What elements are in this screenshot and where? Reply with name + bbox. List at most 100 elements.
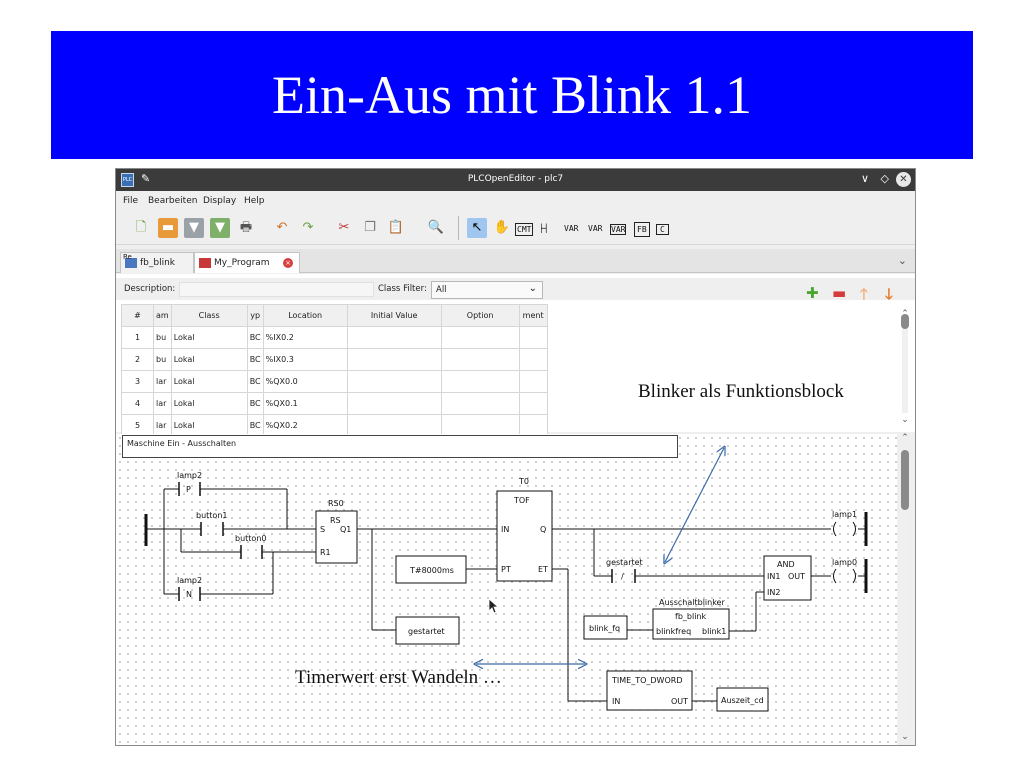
scroll-down-icon[interactable]: ⌄ bbox=[901, 415, 909, 425]
coil-var-tool-icon[interactable]: VAR bbox=[564, 224, 579, 233]
tab-my-program[interactable]: My_Program × bbox=[194, 252, 300, 273]
function-block-tool-icon[interactable]: FB bbox=[634, 222, 650, 237]
coil-lamp0-right[interactable] bbox=[852, 568, 856, 584]
rs-input-r1: R1 bbox=[320, 548, 331, 557]
fb-blink-block[interactable] bbox=[652, 608, 730, 640]
comment-tool-icon[interactable]: CMT bbox=[515, 223, 534, 236]
description-input[interactable] bbox=[179, 282, 374, 297]
open-folder-icon[interactable]: ▬ bbox=[158, 218, 178, 238]
label-button0: button0 bbox=[235, 534, 266, 543]
copy-icon[interactable]: ❐ bbox=[364, 220, 376, 235]
time-to-dword-type-label: TIME_TO_DWORD bbox=[611, 676, 682, 685]
class-filter-label: Class Filter: bbox=[378, 284, 427, 294]
close-tab-icon[interactable]: × bbox=[283, 258, 293, 268]
plcopeneditor-window: PLC ✎ PLCOpenEditor - plc7 ∨ ◇ ✕ File Be… bbox=[115, 168, 916, 746]
rung-comment[interactable]: Maschine Ein - Ausschalten bbox=[122, 435, 678, 458]
and-block[interactable] bbox=[763, 555, 812, 601]
menubar: File Bearbeiten Display Help bbox=[116, 191, 915, 209]
rs-output-q1: Q1 bbox=[340, 525, 351, 534]
paste-icon[interactable]: 📋 bbox=[387, 220, 405, 235]
and-output-out: OUT bbox=[788, 572, 805, 581]
new-file-icon[interactable]: 🗋 bbox=[135, 220, 147, 235]
variables-scrollbar[interactable]: ⌃ ⌄ bbox=[899, 309, 911, 425]
time-to-dword-block[interactable] bbox=[606, 670, 693, 711]
contact-var-tool-icon[interactable]: VAR bbox=[588, 224, 603, 233]
coil-lamp0-left[interactable] bbox=[833, 568, 837, 584]
remove-variable-icon[interactable]: ▬ bbox=[832, 284, 847, 302]
tab-fb-blink[interactable]: Re fb_blink bbox=[120, 252, 194, 273]
select-pointer-icon[interactable]: ↖ bbox=[467, 218, 487, 238]
scroll-track[interactable] bbox=[902, 448, 908, 730]
variables-toolbar: Description: Class Filter: All ⌄ ✚ ▬ 🡑 🡓 bbox=[116, 278, 915, 303]
chevron-down-icon: ⌄ bbox=[528, 283, 537, 294]
mouse-cursor-icon bbox=[488, 598, 500, 614]
ladder-diagram: lamp2 P button1 button0 lamp2 N gestarte… bbox=[144, 471, 868, 712]
scroll-down-icon[interactable]: ⌄ bbox=[901, 732, 909, 742]
window-title: PLCOpenEditor - plc7 bbox=[467, 174, 564, 184]
variables-table: # am Class yp Location Initial Value Opt… bbox=[121, 304, 548, 437]
and-input-in2: IN2 bbox=[767, 588, 780, 597]
coil-lamp1-left[interactable] bbox=[833, 521, 837, 537]
redo-icon[interactable]: ↷ bbox=[302, 220, 314, 235]
scroll-thumb[interactable] bbox=[901, 314, 909, 329]
scroll-up-icon[interactable]: ⌃ bbox=[901, 433, 909, 443]
menu-display[interactable]: Display bbox=[203, 196, 237, 206]
ladder-diagram-canvas[interactable]: Maschine Ein - Ausschalten bbox=[116, 434, 897, 745]
variable-auszeit[interactable] bbox=[716, 687, 769, 712]
and-input-in1: IN1 bbox=[767, 572, 780, 581]
label-lamp2-n: lamp2 bbox=[177, 576, 202, 585]
tof-output-et: ET bbox=[538, 565, 548, 574]
close-icon[interactable]: ✕ bbox=[896, 172, 911, 187]
table-cell[interactable]: 2 bbox=[121, 348, 154, 371]
rs-block[interactable] bbox=[315, 510, 358, 564]
app-icon: PLC bbox=[121, 173, 134, 187]
label-button1: button1 bbox=[196, 511, 227, 520]
variable-blink-fq[interactable] bbox=[583, 615, 628, 640]
editor-tabbar: Re fb_blink My_Program × ⌄ bbox=[116, 249, 915, 273]
undo-icon[interactable]: ↶ bbox=[276, 220, 288, 235]
power-rail-tool-icon[interactable]: ├┤ bbox=[539, 224, 549, 233]
tof-type-label: TOF bbox=[513, 496, 530, 505]
label-lamp2-n-type: N bbox=[186, 590, 192, 599]
tof-input-in: IN bbox=[501, 525, 509, 534]
tof-instance-label: T0 bbox=[518, 477, 529, 486]
table-row[interactable]: 2 bu Lokal BC %IX0.3 bbox=[121, 348, 548, 371]
menu-bearbeiten[interactable]: Bearbeiten bbox=[148, 196, 198, 206]
menu-help[interactable]: Help bbox=[244, 196, 265, 206]
search-icon[interactable]: 🔍 bbox=[427, 220, 445, 235]
move-up-icon[interactable]: 🡑 bbox=[860, 285, 868, 303]
tof-output-q: Q bbox=[540, 525, 546, 534]
save-as-icon[interactable]: ▼ bbox=[210, 218, 230, 238]
variable-gestartet[interactable] bbox=[395, 616, 460, 645]
coil-lamp1-right[interactable] bbox=[852, 521, 856, 537]
move-down-icon[interactable]: 🡓 bbox=[885, 285, 893, 303]
variable-pt-value[interactable] bbox=[395, 555, 467, 584]
save-icon[interactable]: ▼ bbox=[184, 218, 204, 238]
and-type-label: AND bbox=[777, 560, 795, 569]
add-variable-icon[interactable]: ✚ bbox=[806, 284, 819, 302]
class-filter-select[interactable]: All ⌄ bbox=[431, 281, 543, 299]
variable-tool-icon[interactable]: VAR bbox=[610, 224, 627, 235]
blink-fq-text: blink_fq bbox=[589, 624, 620, 633]
fb-icon bbox=[125, 257, 137, 268]
chevron-down-icon[interactable]: ⌄ bbox=[897, 254, 907, 267]
annotation-arrow-blinker bbox=[665, 448, 724, 562]
table-row[interactable]: 4 lar Lokal BC %QX0.1 bbox=[121, 392, 548, 415]
print-icon[interactable]: 🖶 bbox=[239, 220, 253, 235]
diagram-scrollbar[interactable]: ⌃ ⌄ bbox=[899, 433, 911, 742]
cut-icon[interactable]: ✂ bbox=[338, 220, 350, 235]
scroll-track[interactable] bbox=[902, 324, 908, 413]
minimize-icon[interactable]: ∨ bbox=[860, 172, 869, 185]
auszeit-text: Auszeit_cd bbox=[721, 696, 764, 705]
toolbar-separator bbox=[458, 216, 459, 240]
scroll-thumb[interactable] bbox=[901, 450, 909, 510]
hand-icon[interactable]: ✋ bbox=[493, 220, 511, 235]
program-icon bbox=[199, 257, 211, 268]
pin-icon[interactable]: ✎ bbox=[141, 172, 151, 185]
rs-type-label: RS bbox=[330, 516, 341, 525]
tof-block[interactable] bbox=[496, 490, 553, 582]
connection-tool-icon[interactable]: C bbox=[656, 224, 669, 235]
tab-label: My_Program bbox=[214, 258, 270, 268]
menu-file[interactable]: File bbox=[123, 196, 139, 206]
maximize-icon[interactable]: ◇ bbox=[880, 172, 889, 185]
